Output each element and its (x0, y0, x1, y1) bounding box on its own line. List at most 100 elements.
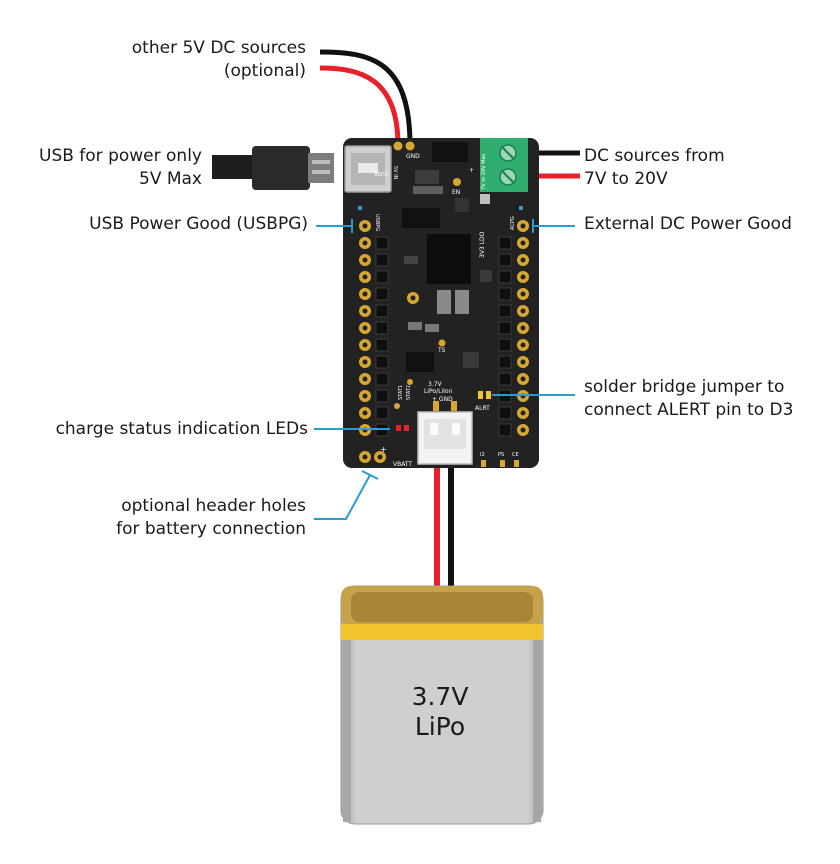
silk-i2: I2 (480, 452, 485, 458)
pad-5v-in (393, 141, 403, 151)
right-header-hole (520, 325, 526, 331)
lipo-battery (340, 585, 544, 825)
ic-grey-1 (437, 290, 451, 314)
silk-stat2: STAT2 (406, 385, 412, 400)
silk-alrt: ALRT (475, 405, 490, 412)
left-header-square (375, 236, 389, 250)
battery-band (341, 624, 543, 640)
pad-i2 (481, 460, 486, 467)
ts-pad (438, 339, 446, 347)
alert-solder-jumper-b (486, 391, 491, 399)
led-stat-1 (396, 425, 401, 431)
ic-component-2 (480, 270, 492, 282)
right-header-hole (520, 291, 526, 297)
right-header-hole (520, 376, 526, 382)
left-header-hole (362, 291, 368, 297)
right-header-square (498, 304, 512, 318)
right-header-pins (498, 220, 529, 437)
label-other-dc-line1: other 5V DC sources (131, 38, 306, 58)
silk-dc-range: 7V to 20V Max (481, 153, 487, 190)
label-solder-bridge: solder bridge jumper to connect ALERT pi… (584, 376, 793, 422)
left-header-square (375, 406, 389, 420)
led-stat-2 (404, 425, 409, 431)
silk-acpg: ACPG (510, 216, 516, 230)
left-header-hole (362, 240, 368, 246)
usb-plug-tip (308, 153, 334, 183)
right-header-hole (520, 240, 526, 246)
right-header-hole (520, 359, 526, 365)
silk-plus: + (469, 167, 474, 174)
left-header-square (375, 304, 389, 318)
pad-ps (500, 460, 505, 467)
left-header-pins (359, 220, 389, 437)
ic-lower (406, 352, 434, 372)
silk-lipo-1: 3.7V (428, 381, 443, 388)
label-header-holes-line1: optional header holes (121, 496, 306, 516)
right-header-square (498, 372, 512, 386)
battery-voltage-text: 3.7V (411, 682, 469, 711)
ic-small-1 (415, 170, 439, 184)
silk-vbatt: VBATT (393, 461, 412, 468)
left-header-square (375, 338, 389, 352)
label-usb-power: USB for power only 5V Max (39, 145, 202, 191)
left-header-square (375, 287, 389, 301)
label-header-holes: optional header holes for battery connec… (116, 495, 306, 541)
label-solder-bridge-line2: connect ALERT pin to D3 (584, 400, 794, 420)
left-header-square (375, 270, 389, 284)
battery-label: 3.7V LiPo (345, 682, 535, 742)
silk-gnd: GND (406, 153, 420, 160)
ic-main (427, 234, 471, 284)
label-other-dc-line2: (optional) (223, 61, 306, 81)
left-header-square (375, 321, 389, 335)
label-dc-sources-line1: DC sources from (584, 146, 725, 166)
right-header-square (498, 253, 512, 267)
ic-mid (455, 198, 469, 212)
right-header-hole (520, 308, 526, 314)
right-header-hole (520, 257, 526, 263)
right-header-square (498, 321, 512, 335)
right-header-hole (520, 342, 526, 348)
left-header-hole (362, 393, 368, 399)
label-usbpg: USB Power Good (USBPG) (89, 213, 308, 236)
label-usb-power-line1: USB for power only (39, 146, 202, 166)
silk-ce: CE (512, 452, 519, 458)
left-header-hole (362, 257, 368, 263)
ic-small-2 (413, 186, 443, 194)
callout-header-line (314, 470, 379, 520)
callout-acpg-line (532, 219, 575, 233)
ic-grey-3 (408, 322, 422, 330)
battery-type-text: LiPo (414, 712, 466, 741)
label-other-dc-sources: other 5V DC sources (optional) (132, 37, 306, 83)
silk-lipo-2: LiPo/LiIon (424, 388, 453, 395)
silk-plus-batt: + (380, 445, 387, 454)
usb-cable (212, 146, 334, 190)
silk-lipo-3: + GND (432, 396, 453, 403)
top-red-wire (319, 65, 401, 146)
left-header-hole (362, 325, 368, 331)
silk-stat1: STAT1 (398, 385, 404, 400)
left-header-square (375, 389, 389, 403)
callout-lines (314, 219, 575, 520)
ic-grey-2 (455, 290, 469, 314)
label-ext-dc-good: External DC Power Good (584, 213, 792, 236)
right-header-square (498, 236, 512, 250)
right-header-square (498, 423, 512, 437)
left-header-hole (362, 359, 368, 365)
silk-ldo: 3V3 LDO (479, 231, 486, 258)
label-dc-sources-line2: 7V to 20V (584, 169, 668, 189)
callout-usbpg-line (316, 219, 353, 233)
right-header-square (498, 338, 512, 352)
alert-solder-jumper-a (478, 391, 483, 399)
right-header-pg-hole (520, 223, 526, 229)
right-header-square (498, 287, 512, 301)
right-header-hole (520, 427, 526, 433)
ic-component-1 (404, 256, 418, 264)
silk-usbpg: USBPG (374, 214, 380, 231)
left-header-square (375, 253, 389, 267)
usb-cable-cord (212, 155, 257, 179)
label-usbpg-line1: USB Power Good (USBPG) (89, 214, 308, 234)
left-header-hole (362, 274, 368, 280)
right-header-hole (520, 274, 526, 280)
label-charge-leds-line1: charge status indication LEDs (55, 419, 308, 439)
